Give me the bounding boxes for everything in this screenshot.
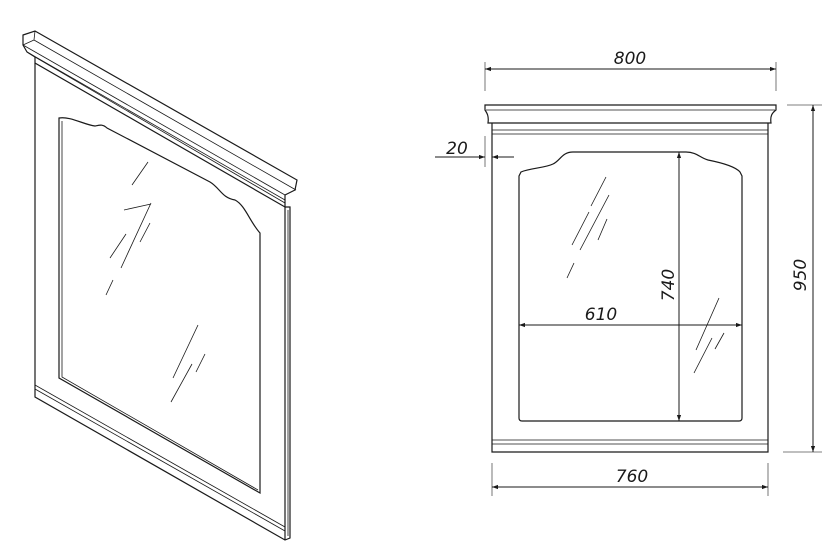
front-frame xyxy=(491,123,769,453)
dimension-label-740: 740 xyxy=(659,269,679,301)
glass-reflection-icon xyxy=(566,176,725,374)
dimension-mirror-width: 610 xyxy=(519,305,742,328)
front-cornice xyxy=(484,104,777,124)
dimension-overall-height: 950 xyxy=(783,104,822,453)
dimension-label-20: 20 xyxy=(446,139,468,159)
dimension-mirror-height: 740 xyxy=(659,152,682,421)
dimension-frame-width: 760 xyxy=(491,463,769,496)
isometric-mirror-glass xyxy=(58,117,261,495)
isometric-cornice xyxy=(22,30,298,209)
front-mirror-glass xyxy=(518,151,743,422)
isometric-mirror-view xyxy=(22,30,298,541)
dimension-label-760: 760 xyxy=(616,467,648,487)
dimension-frame-offset: 20 xyxy=(435,136,514,167)
front-mirror-view xyxy=(484,104,777,453)
dimension-label-800: 800 xyxy=(614,49,646,69)
isometric-frame xyxy=(34,63,291,541)
dimension-overall-width: 800 xyxy=(484,49,777,91)
dimension-label-950: 950 xyxy=(791,259,811,291)
dimension-label-610: 610 xyxy=(585,305,617,325)
glass-reflection-icon xyxy=(105,161,206,403)
